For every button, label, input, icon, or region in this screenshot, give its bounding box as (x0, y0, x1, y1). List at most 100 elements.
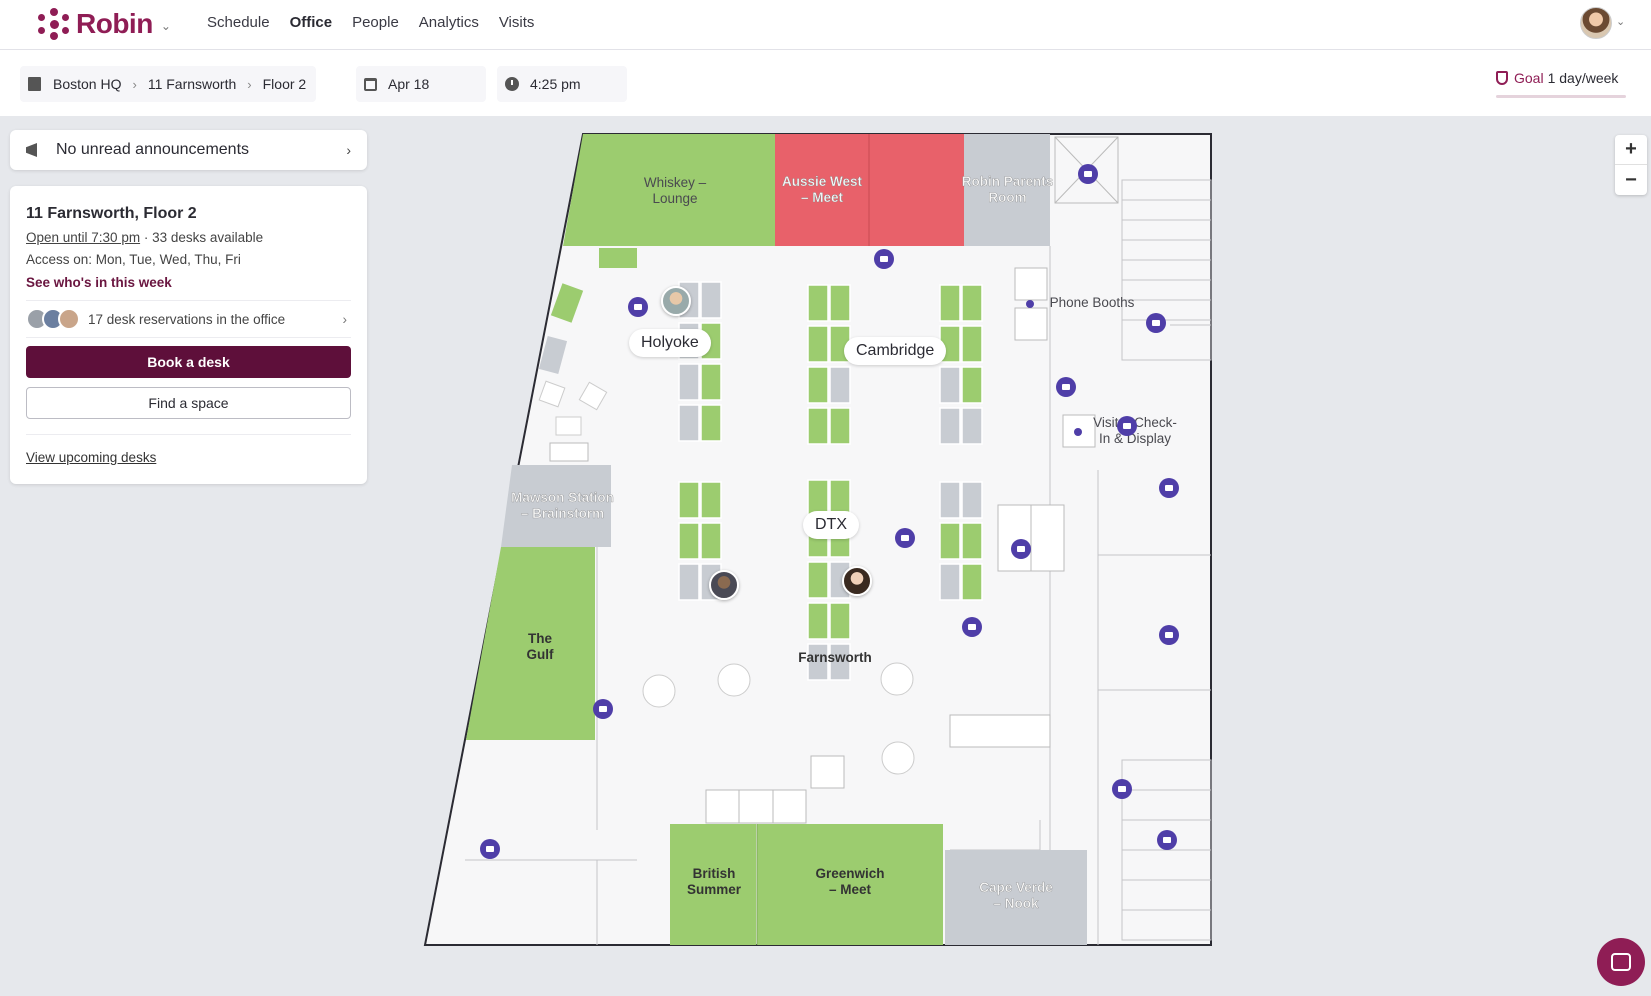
printer-icon[interactable] (480, 839, 500, 859)
nav-analytics[interactable]: Analytics (418, 14, 479, 31)
breadcrumb[interactable]: Boston HQ › 11 Farnsworth › Floor 2 (20, 66, 317, 102)
desk[interactable] (939, 407, 961, 445)
zone-cambridge[interactable]: Cambridge (844, 337, 947, 365)
desk[interactable] (961, 563, 983, 601)
desk[interactable] (961, 366, 983, 404)
desk[interactable] (961, 481, 983, 519)
exit-icon[interactable] (1056, 377, 1076, 397)
room-mawson-station[interactable]: Mawson Station– Brainstorm (511, 490, 614, 521)
desk[interactable] (829, 366, 851, 404)
restroom-icon[interactable] (1159, 478, 1179, 498)
display-icon[interactable] (895, 528, 915, 548)
desk[interactable] (807, 602, 829, 640)
lactation-icon[interactable] (874, 249, 894, 269)
date-picker[interactable]: Apr 18 (356, 66, 486, 102)
time-value: 4:25 pm (530, 76, 581, 92)
desk[interactable] (700, 404, 722, 442)
desk[interactable] (807, 325, 829, 363)
desk[interactable] (939, 284, 961, 322)
user-avatar[interactable] (1580, 7, 1612, 39)
chat-button[interactable] (1597, 938, 1645, 986)
goal-label: Goal (1514, 70, 1544, 86)
room-aussie-west[interactable]: Aussie West– Meet (781, 174, 863, 205)
desk[interactable] (700, 281, 722, 319)
person-avatar[interactable] (842, 566, 872, 596)
find-space-button[interactable]: Find a space (26, 387, 351, 419)
elevator-icon[interactable] (1078, 164, 1098, 184)
room-farnsworth[interactable]: Farnsworth (798, 650, 872, 665)
desk[interactable] (678, 563, 700, 601)
person-avatar[interactable] (661, 286, 691, 316)
desk[interactable] (807, 561, 829, 599)
room-greenwich[interactable]: Greenwich– Meet (815, 866, 885, 897)
nav-visits[interactable]: Visits (498, 14, 535, 31)
display-icon[interactable] (962, 617, 982, 637)
lactation-icon[interactable] (628, 297, 648, 317)
desk[interactable] (939, 481, 961, 519)
desk[interactable] (678, 522, 700, 560)
desk[interactable] (961, 522, 983, 560)
room-cape-verde[interactable]: Cape Verde– Nook (979, 880, 1053, 911)
reservations-row[interactable]: 17 desk reservations in the office › (26, 300, 351, 338)
robin-logo[interactable]: Robin ⌄ (38, 8, 171, 40)
lactation-icon[interactable] (1011, 539, 1031, 559)
desk[interactable] (700, 481, 722, 519)
desk[interactable] (700, 522, 722, 560)
desk[interactable] (939, 366, 961, 404)
chevron-right-icon: › (346, 142, 351, 158)
announcements-banner[interactable]: No unread announcements › (10, 130, 367, 170)
desk[interactable] (829, 284, 851, 322)
display-icon[interactable] (1117, 416, 1137, 436)
nav-people[interactable]: People (352, 14, 399, 31)
desk[interactable] (807, 366, 829, 404)
announcements-text: No unread announcements (56, 141, 250, 158)
elevator-icon[interactable] (1146, 313, 1166, 333)
desk[interactable] (939, 563, 961, 601)
desk[interactable] (678, 404, 700, 442)
desk[interactable] (678, 481, 700, 519)
clock-icon (505, 77, 519, 91)
desk[interactable] (829, 407, 851, 445)
desks-available: 33 desks available (152, 230, 264, 245)
restroom-icon[interactable] (1159, 625, 1179, 645)
breadcrumb-address[interactable]: 11 Farnsworth (147, 76, 237, 92)
nav-schedule[interactable]: Schedule (207, 14, 270, 31)
display-icon[interactable] (593, 699, 613, 719)
book-desk-button[interactable]: Book a desk (26, 346, 351, 378)
room-phone-booths[interactable]: Phone Booths (1049, 295, 1135, 310)
breadcrumb-building[interactable]: Boston HQ (53, 76, 122, 92)
desk[interactable] (961, 284, 983, 322)
view-upcoming-desks-link[interactable]: View upcoming desks (26, 450, 157, 465)
desk[interactable] (807, 407, 829, 445)
chevron-down-icon[interactable]: ⌄ (1616, 16, 1626, 28)
desk[interactable] (939, 522, 961, 560)
desk[interactable] (678, 363, 700, 401)
goal-indicator[interactable]: Goal 1 day/week (1496, 70, 1618, 86)
desk[interactable] (700, 363, 722, 401)
desk[interactable] (961, 407, 983, 445)
see-who-link[interactable]: See who's in this week (26, 275, 172, 290)
divider (26, 434, 351, 435)
chevron-down-icon[interactable]: ⌄ (160, 19, 171, 33)
desk[interactable] (807, 284, 829, 322)
shield-icon (1496, 71, 1508, 85)
date-value: Apr 18 (388, 76, 430, 92)
nav-office[interactable]: Office (289, 14, 333, 31)
open-until-link[interactable]: Open until 7:30 pm (26, 230, 141, 245)
exit-icon[interactable] (1112, 779, 1132, 799)
time-picker[interactable]: 4:25 pm (497, 66, 627, 102)
breadcrumb-floor[interactable]: Floor 2 (262, 76, 307, 92)
elevator-icon[interactable] (1157, 830, 1177, 850)
person-avatar[interactable] (709, 570, 739, 600)
room-whiskey-lounge[interactable]: Whiskey –Lounge (643, 175, 707, 206)
zoom-in-icon[interactable]: + (1615, 135, 1647, 165)
location-bar: Boston HQ › 11 Farnsworth › Floor 2 Apr … (0, 50, 1651, 116)
desk[interactable] (961, 325, 983, 363)
desk[interactable] (829, 602, 851, 640)
zone-holyoke[interactable]: Holyoke (629, 329, 711, 357)
zoom-out-icon[interactable]: − (1625, 168, 1637, 191)
zone-dtx[interactable]: DTX (803, 511, 859, 539)
